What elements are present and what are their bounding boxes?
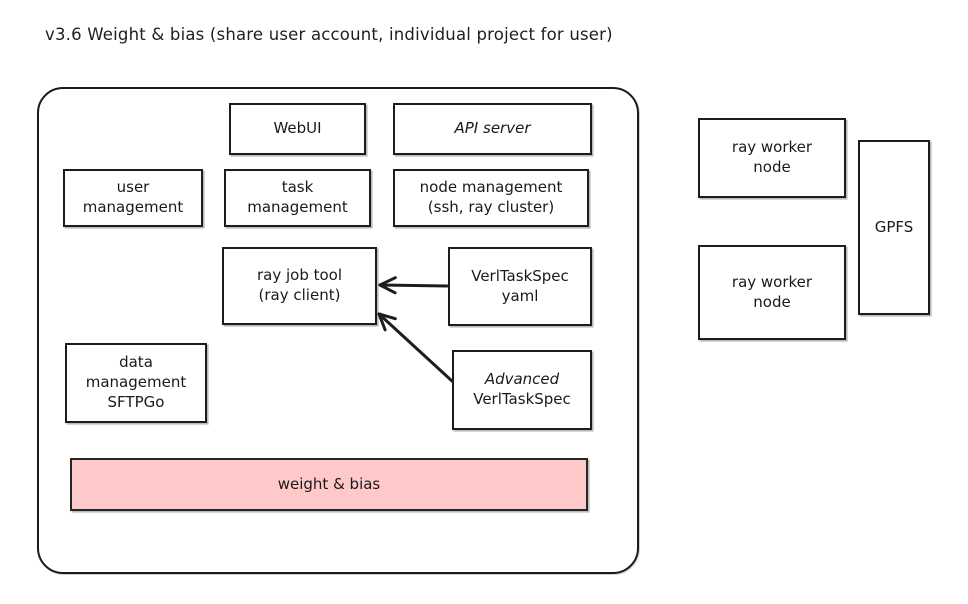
node-label-verl-task-spec-yaml: VerlTaskSpec yaml bbox=[471, 266, 569, 305]
node-ray-worker-node-2[interactable]: ray worker node bbox=[698, 245, 846, 340]
node-label-advanced-verl-task-spec: Advanced VerlTaskSpec bbox=[473, 370, 571, 408]
node-advanced-verl-task-spec[interactable]: Advanced VerlTaskSpec bbox=[452, 350, 592, 430]
node-webui[interactable]: WebUI bbox=[229, 103, 366, 155]
node-user-management[interactable]: user management bbox=[63, 169, 203, 227]
node-verl-task-spec-yaml[interactable]: VerlTaskSpec yaml bbox=[448, 247, 592, 326]
node-label-ray-job-tool: ray job tool (ray client) bbox=[256, 266, 343, 304]
node-weight-and-bias[interactable]: weight & bias bbox=[70, 458, 588, 511]
node-label-webui: WebUI bbox=[273, 119, 322, 138]
node-gpfs[interactable]: GPFS bbox=[858, 140, 930, 315]
node-label-data-management: data management SFTPGo bbox=[85, 353, 187, 411]
node-ray-job-tool[interactable]: ray job tool (ray client) bbox=[222, 247, 377, 325]
node-api-server[interactable]: API server bbox=[393, 103, 592, 155]
node-label-ray-worker-node-1: ray worker node bbox=[731, 138, 813, 176]
node-label-ray-worker-node-2: ray worker node bbox=[731, 272, 813, 311]
node-label-node-management: node management (ssh, ray cluster) bbox=[419, 178, 563, 216]
node-node-management[interactable]: node management (ssh, ray cluster) bbox=[393, 169, 589, 227]
node-task-management[interactable]: task management bbox=[224, 169, 371, 227]
node-label-user-management: user management bbox=[82, 178, 184, 216]
node-label-gpfs: GPFS bbox=[874, 217, 914, 236]
node-data-management[interactable]: data management SFTPGo bbox=[65, 343, 207, 423]
node-label-task-management: task management bbox=[247, 178, 348, 216]
node-label-weight-and-bias: weight & bias bbox=[277, 474, 381, 493]
node-label-api-server: API server bbox=[454, 119, 531, 138]
page-title: v3.6 Weight & bias (share user account, … bbox=[45, 25, 613, 44]
node-ray-worker-node-1[interactable]: ray worker node bbox=[698, 118, 846, 198]
